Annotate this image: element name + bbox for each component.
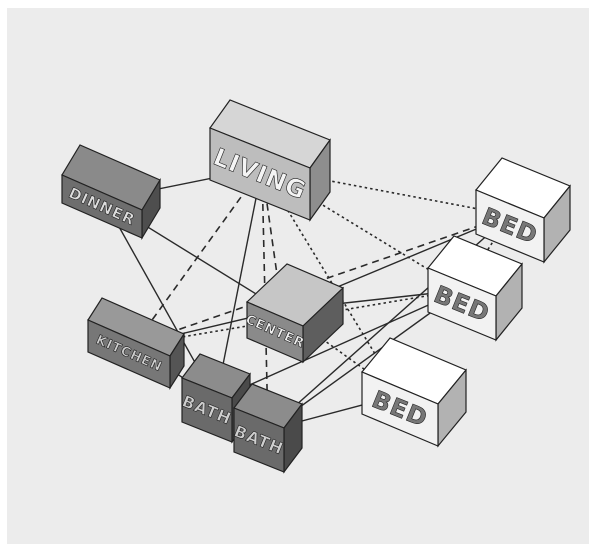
room-block-bed2: BED [427, 235, 523, 342]
connection-bath1-bed2 [215, 289, 463, 401]
block-front-face [427, 267, 497, 341]
room-blocks: LIVINGDINNERCENTERKITCHENBATHBATHBEDBEDB… [61, 99, 571, 474]
block-front-face [87, 319, 171, 389]
room-block-dinner: DINNER [61, 144, 161, 241]
block-front-face [233, 407, 285, 473]
connection-living-bath1 [215, 167, 263, 401]
block-front-face [209, 127, 311, 221]
block-front-face [246, 301, 304, 363]
connection-living-bed1 [261, 167, 511, 216]
block-front-face [361, 371, 439, 447]
room-block-bath2: BATH [231, 383, 303, 474]
block-front-face [181, 377, 233, 443]
block-front-face [475, 189, 545, 263]
connection-living-kitchen [133, 167, 263, 346]
room-block-bed3: BED [361, 337, 467, 448]
room-block-bed1: BED [475, 157, 571, 264]
room-block-kitchen: KITCHEN [87, 297, 185, 391]
block-front-face [61, 174, 143, 239]
room-block-center: CENTER [243, 263, 345, 364]
room-block-living: LIVING [209, 99, 331, 222]
connection-living-bath2 [261, 167, 269, 431]
